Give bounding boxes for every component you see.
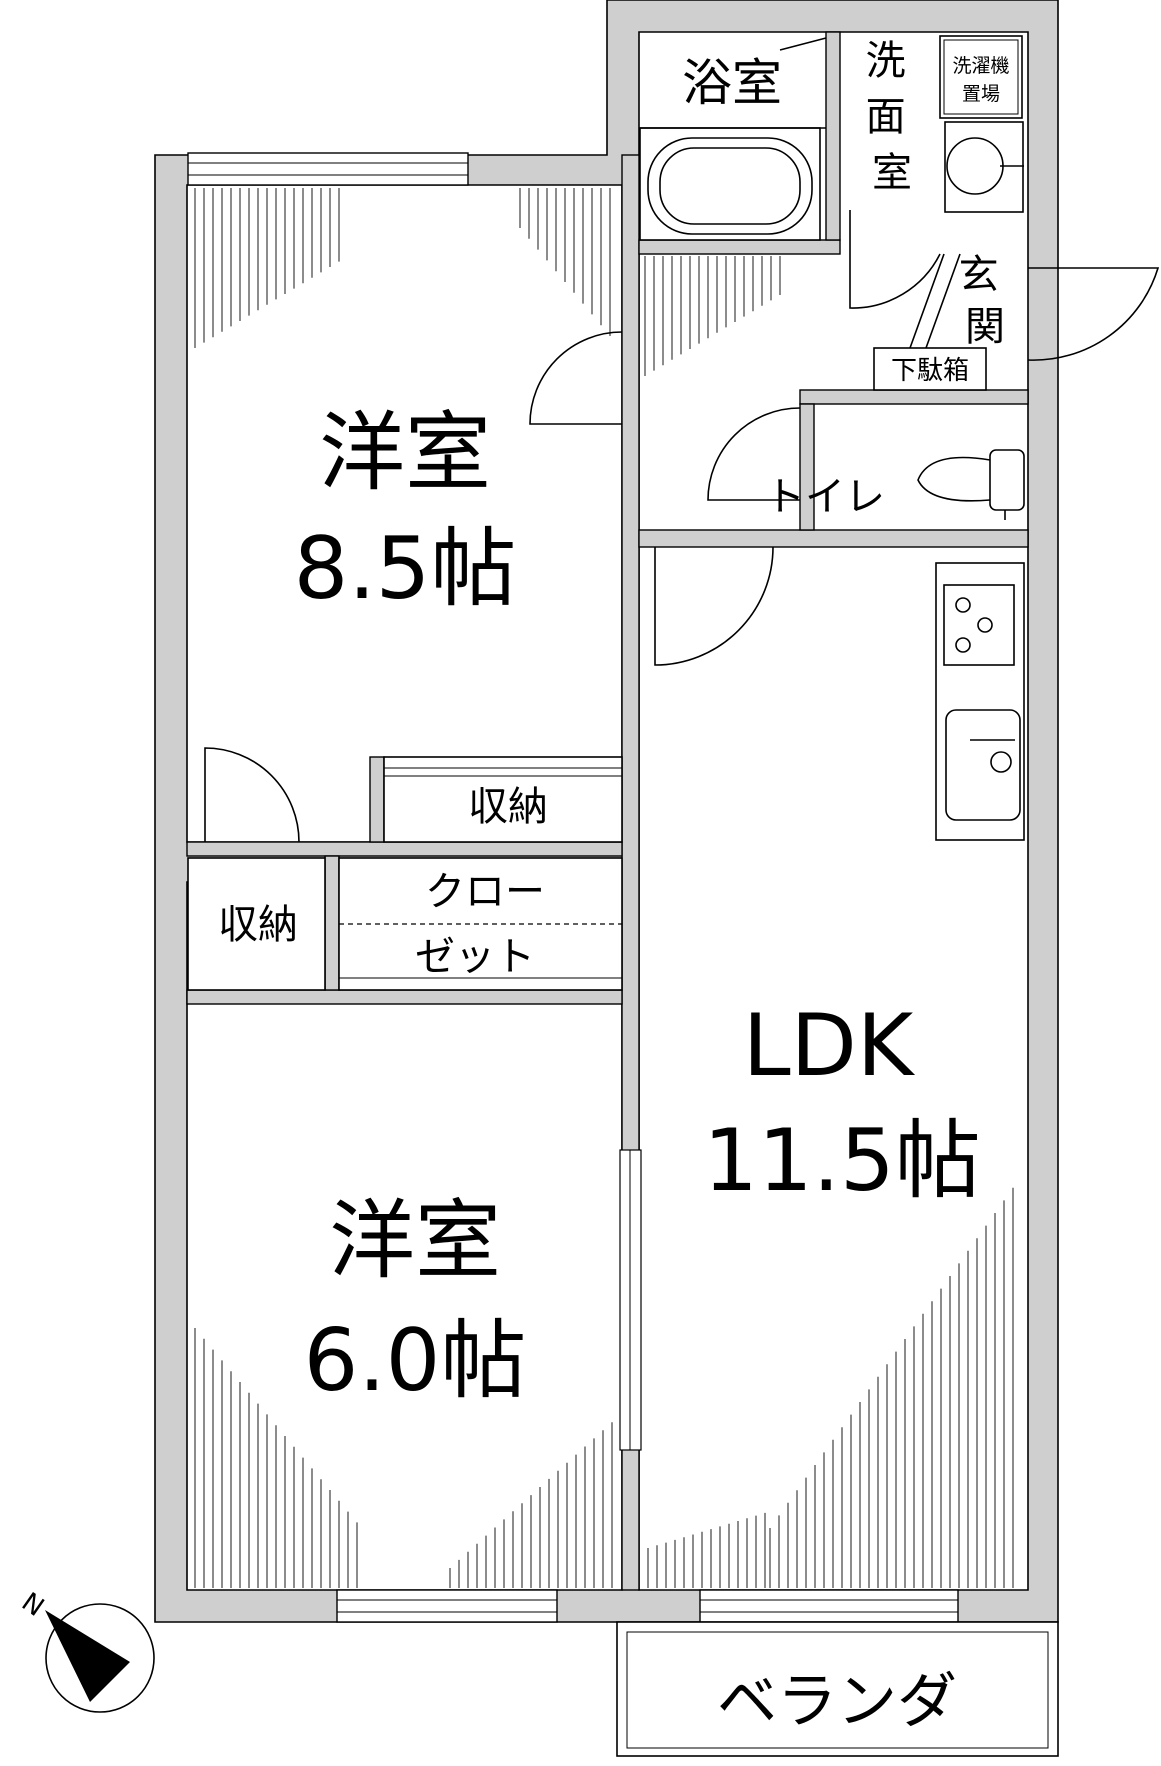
toilet-fixture [917,449,1025,520]
door-swings [204,37,1160,843]
bath-label: 浴室 [682,54,782,112]
veranda-area [616,1621,1059,1757]
western-room-1-size: 8.5帖 [294,519,517,619]
western-room-1-name: 洋室 [319,403,491,503]
entrance-label: 玄 関 [959,252,1012,350]
room-labels: 洋室 8.5帖 洋室 6.0帖 LDK 11.5帖 浴室 洗 面 室 洗濯機 置… [218,38,1012,1737]
compass: N [16,1587,155,1713]
storage-upper [383,756,623,843]
ldk-size: 11.5帖 [703,1111,980,1211]
storage-lower [187,857,326,991]
floor-hatching [194,188,1014,1588]
ldk-name: LDK [743,996,916,1096]
bathtub [639,127,821,241]
closet-label-2: ゼット [415,934,535,980]
washer-space-box [939,35,1023,119]
shoe-box-label: 下駄箱 [891,356,969,386]
shoe-box [873,347,987,391]
closet-label-1: クロー [425,869,545,915]
north-arrow-icon [45,1610,130,1702]
storage-1-label: 収納 [468,784,548,830]
windows [187,152,959,1623]
western-room-2-size: 6.0帖 [304,1311,527,1411]
wash-basin [944,121,1024,213]
toilet-label: トイレ [765,474,885,520]
veranda-label: ベランダ [717,1667,957,1737]
washer-space-label-1: 洗濯機 [952,55,1009,77]
kitchen-counter [935,562,1025,841]
storage-2-label: 収納 [218,902,298,948]
washer-space-label-2: 置場 [962,83,1000,105]
washroom-label: 洗 面 室 [866,38,919,196]
western-room-2-name: 洋室 [329,1191,501,1291]
compass-label: N [16,1587,49,1623]
